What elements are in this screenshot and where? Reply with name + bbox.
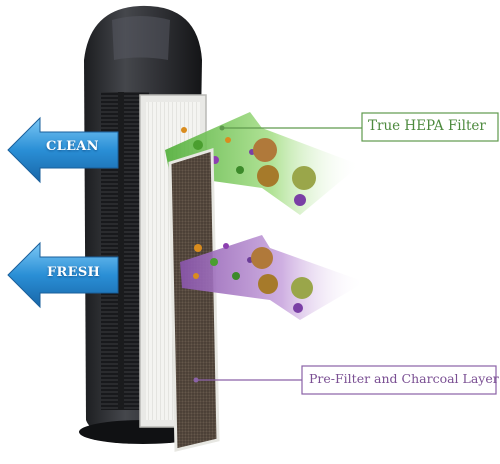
fresh-arrow-icon (7, 241, 119, 309)
prefilter-callout-line (193, 365, 497, 395)
clean-arrow-icon (7, 116, 119, 184)
fresh-arrow-label: FRESH (47, 265, 101, 280)
prefilter-charcoal-layer (168, 147, 220, 452)
clean-arrow-label: CLEAN (46, 139, 99, 154)
green-air-stream (165, 112, 360, 215)
prefilter-label: Pre-Filter and Charcoal Layer (309, 371, 499, 386)
purple-air-stream (180, 235, 365, 320)
hepa-filter-label: True HEPA Filter (368, 118, 486, 134)
hepa-callout-line (219, 112, 499, 142)
